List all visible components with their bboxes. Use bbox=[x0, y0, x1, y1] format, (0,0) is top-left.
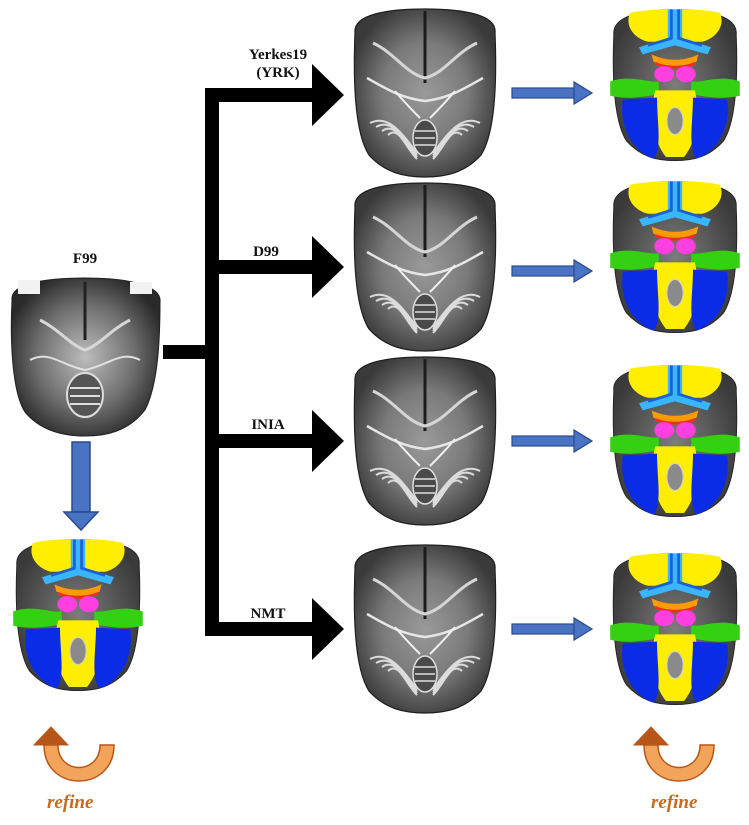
source-segmentation-f99 bbox=[13, 538, 143, 692]
segmentation-image-inia bbox=[610, 364, 740, 518]
blue-arrow-nmt bbox=[511, 616, 594, 642]
segmentation-image-f99 bbox=[13, 538, 143, 692]
blue-arrow-inia bbox=[511, 428, 594, 454]
branch-arrow-nmt bbox=[205, 598, 344, 660]
connector-tree bbox=[163, 64, 344, 660]
blue-arrow-d99 bbox=[511, 258, 594, 284]
source-brain-f99 bbox=[10, 277, 161, 437]
segmentation-image-yerkes19 bbox=[610, 8, 740, 162]
brain-image-inia bbox=[353, 356, 497, 526]
target-segmentations-column bbox=[610, 8, 740, 706]
blue-arrow-yerkes19 bbox=[511, 80, 594, 106]
target-brains-column bbox=[353, 8, 497, 714]
down-arrow-icon bbox=[62, 441, 100, 532]
target-label-yerkes19: Yerkes19 (YRK) bbox=[238, 46, 318, 82]
branch-arrow-yerkes19 bbox=[205, 64, 344, 126]
brain-image-d99 bbox=[353, 182, 497, 352]
segmentation-image-nmt bbox=[610, 552, 740, 706]
target-label-inia: INIA bbox=[251, 417, 285, 433]
target-label-d99: D99 bbox=[253, 244, 279, 260]
target-label-yerkes19-line2: (YRK) bbox=[256, 65, 300, 81]
brain-image-nmt bbox=[353, 544, 497, 714]
refine-label-left: refine bbox=[47, 792, 94, 813]
segmentation-image-d99 bbox=[610, 180, 740, 334]
target-label-yerkes19-line1: Yerkes19 bbox=[248, 47, 308, 63]
branch-arrow-d99 bbox=[205, 236, 344, 298]
blue-arrows-column bbox=[511, 80, 594, 642]
branch-arrow-inia bbox=[205, 410, 344, 472]
refine-arrow-icon-right bbox=[632, 726, 715, 782]
source-label: F99 bbox=[72, 251, 98, 267]
target-label-nmt: NMT bbox=[250, 606, 286, 622]
refine-label-right: refine bbox=[651, 792, 698, 813]
brain-image-yerkes19 bbox=[353, 8, 497, 178]
refine-arrow-icon-left bbox=[32, 726, 115, 782]
